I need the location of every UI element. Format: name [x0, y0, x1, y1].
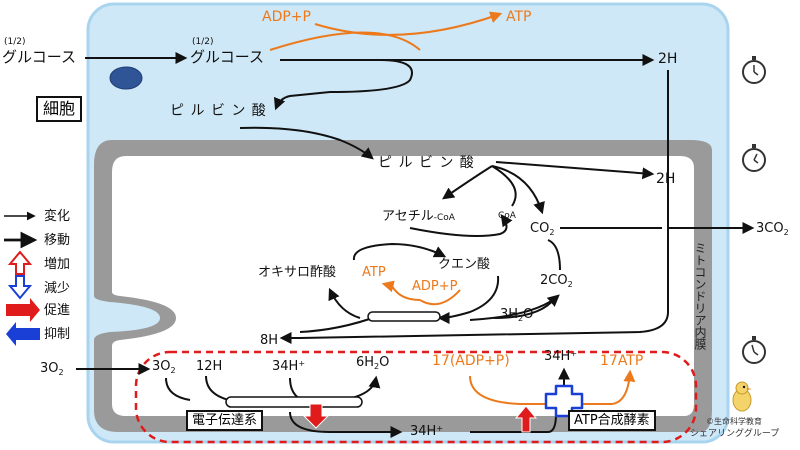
citric-acid-label: クエン酸: [438, 257, 491, 272]
legend-inhibit-label: 抑制: [44, 327, 71, 342]
increase-arrow-synthase: [514, 405, 538, 433]
mito-membrane-label: ミトコンドリア内膜: [693, 242, 707, 350]
oxaloacetate-label: オキサロ酢酸: [258, 265, 337, 280]
atp-synthase-label: ATP合成酵素: [568, 410, 656, 431]
pyruvate-mito-label: ピ ル ビ ン 酸: [378, 155, 475, 171]
legend-decrease-symbol: [7, 275, 33, 300]
legend-move-label: 移動: [44, 233, 71, 248]
legend-increase-symbol: [7, 250, 33, 275]
pyruvate-cytosol-label: ピ ル ビ ン 酸: [170, 103, 267, 119]
eight-h-label: 8H: [260, 333, 279, 348]
legend-inhibit-symbol: [6, 322, 40, 346]
adp17-label: 17(ADP+P): [432, 353, 510, 369]
twelve-h-label: 12H: [196, 359, 223, 374]
clock-icon: [742, 336, 766, 364]
legend-decrease-label: 減少: [44, 281, 71, 296]
acetyl-text: アセチル: [382, 209, 434, 224]
copyright-line1: ©生命科学教育: [706, 417, 762, 426]
acetyl-label: アセチル-CoA: [382, 210, 455, 223]
two-h-mito-label: 2H: [656, 171, 676, 187]
h2o6-label: 6H2O: [356, 355, 390, 371]
atp17-label: 17ATP: [600, 353, 644, 369]
two-h-top-label: 2H: [658, 51, 678, 67]
o2-inside-label: 3O2: [152, 359, 176, 375]
two-co2-label: 2CO2: [540, 273, 573, 289]
adp-p-top-label: ADP+P: [262, 9, 311, 25]
three-co2-label: 3CO2: [756, 221, 789, 237]
glucose-fraction-left: (1/2): [4, 37, 26, 47]
mascot-bird-icon: [732, 381, 752, 412]
glucose-mid-label: グルコース: [190, 48, 264, 66]
legend-increase-label: 増加: [44, 257, 71, 272]
glucose-left-label: グルコース: [2, 48, 76, 66]
legend-promote-label: 促進: [44, 303, 71, 318]
acetyl-coa-suffix: -CoA: [433, 213, 455, 223]
h34-bottom-label: 34H+: [410, 423, 444, 439]
legend-promote-symbol: [6, 298, 40, 322]
atp-top-label: ATP: [506, 9, 532, 25]
h34-top-label: 34H+: [544, 348, 578, 364]
co2-label: CO2: [530, 221, 555, 237]
clock-icon: [742, 56, 766, 84]
inner-membrane-region: [134, 350, 698, 444]
mitochondrion-matrix: [112, 156, 694, 416]
glucose-fraction-mid: (1/2): [192, 37, 214, 47]
atp-cycle-label: ATP: [362, 265, 386, 280]
clock-icon: [742, 144, 766, 172]
adp-p-cycle-label: ADP+P: [412, 279, 458, 294]
etc-label: 電子伝達系: [186, 410, 264, 431]
increase-arrow-etc: [302, 403, 330, 429]
nucleus: [109, 66, 143, 90]
three-h2o-label: 3H2O: [500, 307, 534, 323]
h34-left-label: 34H+: [272, 358, 306, 374]
o2-outside-label: 3O2: [40, 361, 64, 377]
legend-change-label: 変化: [44, 209, 71, 224]
copyright-line2: シェアリンググループ: [690, 429, 780, 439]
coa-label: CoA: [498, 211, 516, 221]
cell-label: 細胞: [36, 96, 83, 122]
